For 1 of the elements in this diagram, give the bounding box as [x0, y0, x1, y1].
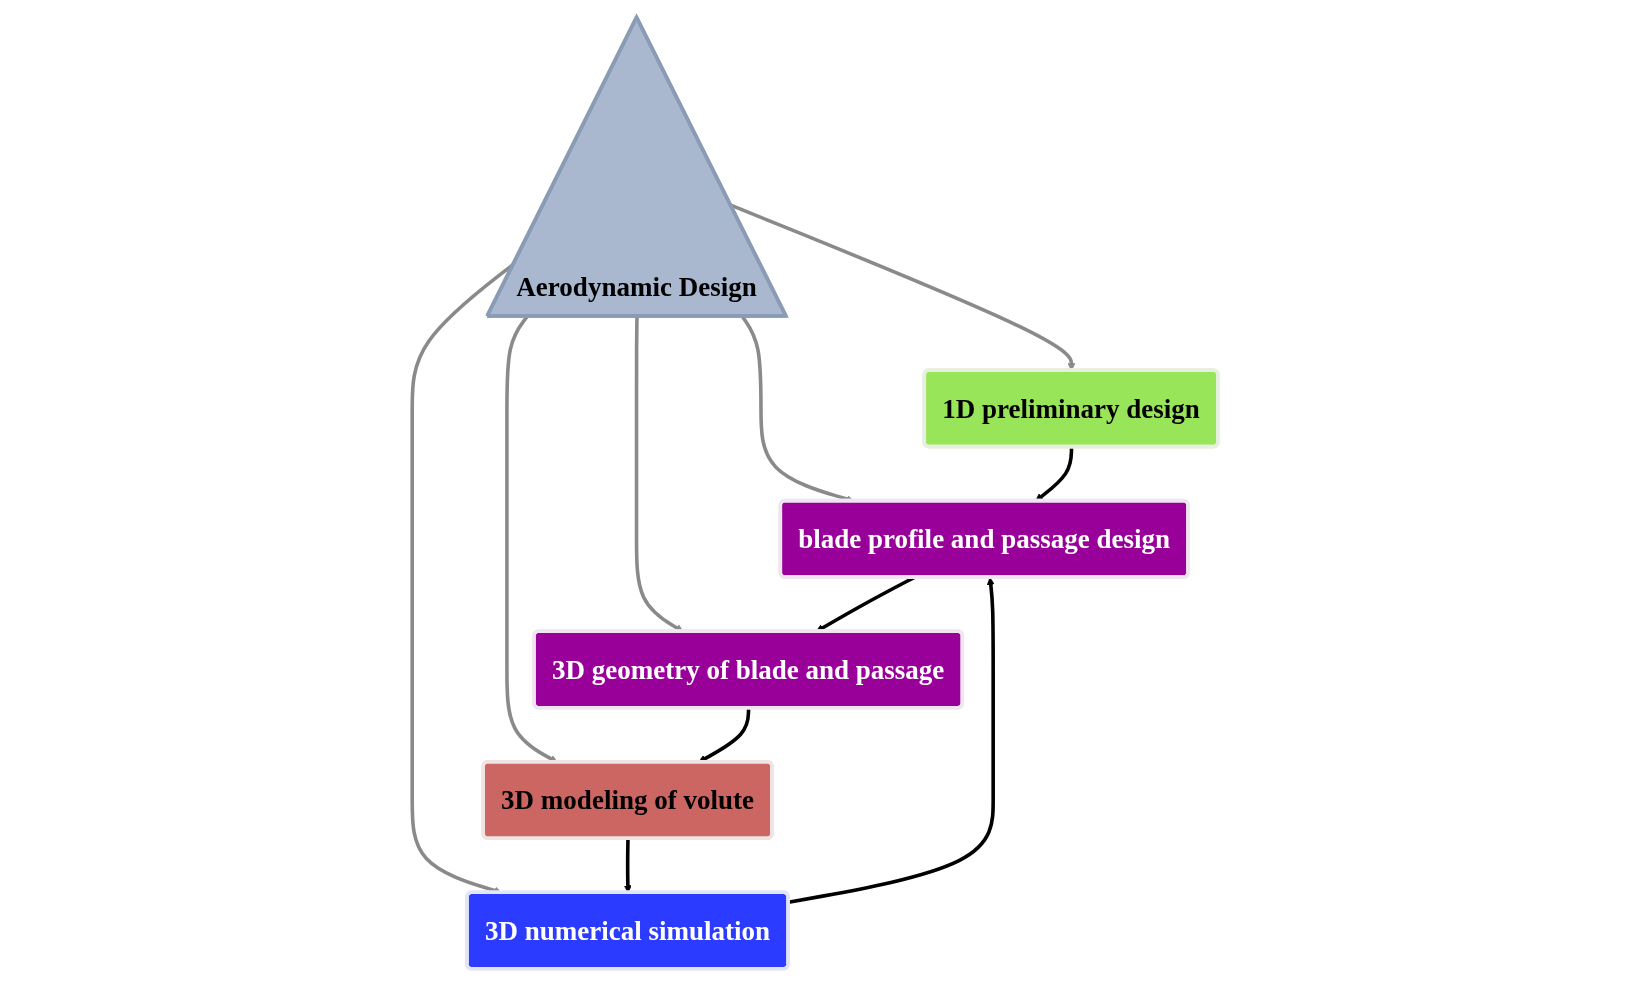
arrow [730, 203, 1076, 371]
